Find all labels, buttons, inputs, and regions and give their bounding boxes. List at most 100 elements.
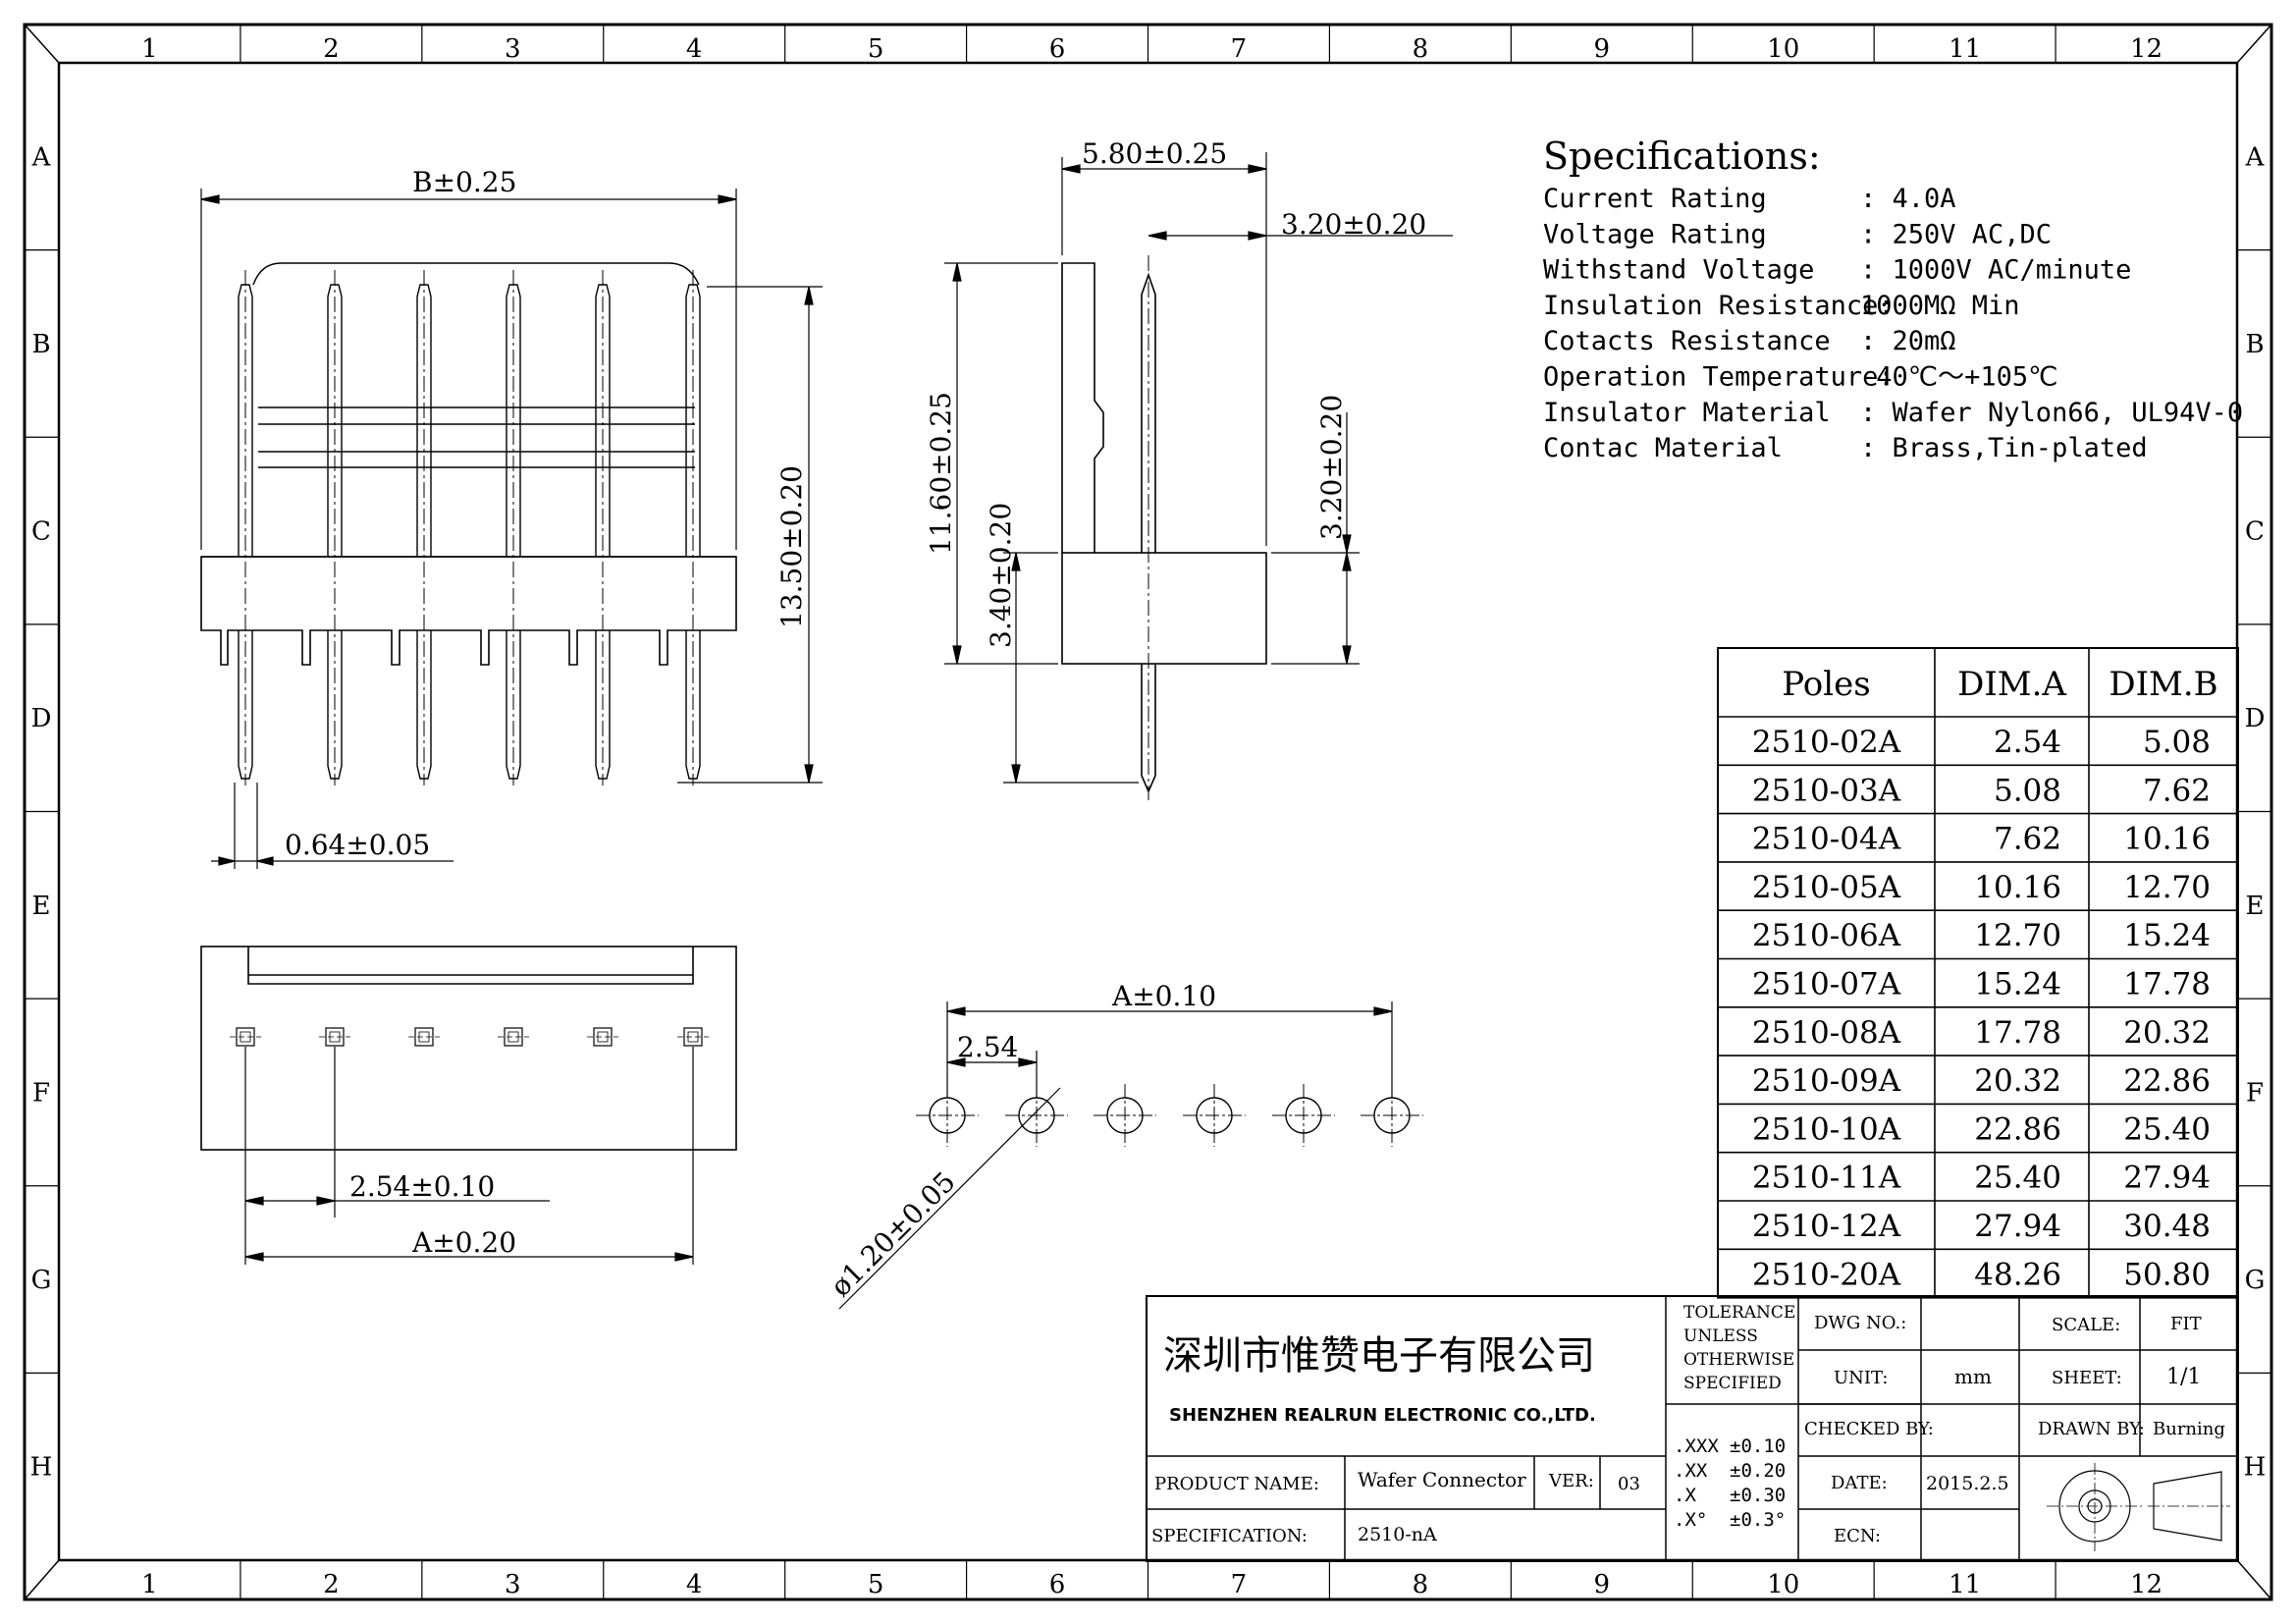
grid-column-label-top: 1 [141,34,158,64]
spec-label: Operation Temperature: [1543,362,1895,393]
grid-column-label-top: 10 [1767,34,1799,64]
table-cell: 7.62 [2143,773,2211,808]
spec-label: Withstand Voltage [1543,255,1814,286]
table-cell: 2510-02A [1752,725,1901,760]
spec-value: -40℃～+105℃ [1860,362,2057,393]
dim-bottom-pitch: 2.54±0.10 [349,1170,495,1203]
table-cell: 2510-08A [1752,1015,1901,1051]
table-cell: 25.40 [2123,1111,2211,1147]
table-cell: 25.40 [1974,1161,2061,1196]
grid-row-label-left: A [31,142,52,172]
table-cell: 2510-20A [1752,1257,1901,1292]
grid-column-label-bottom: 3 [505,1570,521,1599]
side-dimensions [944,152,1453,784]
front-pins [238,270,701,785]
bottom-pin [504,1027,523,1047]
table-cell: 2510-05A [1752,870,1901,905]
company-name-cn: 深圳市惟赞电子有限公司 [1163,1333,1595,1379]
tolerance-value: ±0.20 [1730,1460,1786,1482]
grid-row-label-left: D [31,704,52,733]
unit-value: mm [1954,1365,1992,1388]
grid-column-label-top: 12 [2130,34,2163,64]
table-header: DIM.A [1957,665,2066,704]
table-cell: 2510-07A [1752,967,1901,1002]
dim-hole-pitch: 2.54 [957,1031,1018,1063]
tolerance-key: .XXX [1674,1435,1719,1457]
grid-column-label-top: 7 [1231,34,1248,64]
grid-column-label-top: 6 [1049,34,1066,64]
bottom-pin [325,1027,345,1047]
product-name-label: PRODUCT NAME: [1154,1474,1319,1494]
grid-row-label-left: H [30,1453,53,1483]
spec-value: 1000MΩ Min [1860,291,2020,321]
grid-column-label-bottom: 9 [1594,1570,1611,1599]
dim-side-offset: 3.20±0.20 [1281,208,1426,241]
version-label: VER: [1548,1471,1594,1491]
table-cell: 30.48 [2123,1209,2211,1244]
table-cell: 17.78 [2123,967,2211,1002]
table-cell: 17.78 [1974,1015,2061,1051]
tolerance-key: .X° [1674,1509,1707,1531]
dim-side-width: 5.80±0.25 [1082,137,1227,170]
spec-label: Voltage Rating [1543,219,1767,249]
table-cell: 15.24 [1974,967,2061,1002]
grid-column-label-bottom: 8 [1413,1570,1429,1599]
table-cell: 2510-04A [1752,822,1901,857]
table-cell: 20.32 [1974,1063,2061,1099]
grid-column-label-bottom: 7 [1231,1570,1248,1599]
bottom-pin [593,1027,613,1047]
spec-label: Contac Material [1543,433,1783,463]
table-cell: 10.16 [1974,870,2061,905]
drawn-by-label: DRAWN BY: [2038,1419,2145,1439]
grid-row-label-right: H [2244,1453,2267,1483]
tolerance-value: ±0.10 [1730,1435,1786,1457]
sheet-value: 1/1 [2166,1365,2201,1389]
spec-value: : 20mΩ [1860,326,1956,356]
table-cell: 5.08 [2143,725,2211,760]
specification-label: SPECIFICATION: [1151,1526,1308,1546]
scale-value: FIT [2170,1314,2202,1334]
dim-bottom-a: A±0.20 [411,1226,516,1259]
bottom-pin [414,1027,434,1047]
unit-label: UNIT: [1834,1368,1888,1388]
grid-column-label-top: 4 [686,34,703,64]
front-dimensions [200,189,823,869]
spec-value: : 1000V AC/minute [1860,255,2131,286]
grid-column-label-top: 9 [1594,34,1611,64]
checked-by-label: CHECKED BY: [1804,1419,1934,1439]
table-cell: 2510-10A [1752,1111,1901,1147]
table-cell: 2510-09A [1752,1063,1901,1099]
pcb-holes [916,1084,1423,1147]
tolerance-note-4: SPECIFIED [1683,1374,1782,1393]
grid-column-label-top: 8 [1413,34,1429,64]
table-cell: 48.26 [1974,1257,2061,1292]
grid-column-label-bottom: 5 [868,1570,884,1599]
spec-label: Cotacts Resistance [1543,326,1831,356]
table-cell: 10.16 [2123,822,2211,857]
specs-title: Specifications: [1543,135,1821,178]
tolerance-value: ±0.30 [1730,1485,1786,1506]
bottom-pin [683,1027,703,1047]
side-view [1061,255,1267,800]
table-header: Poles [1782,665,1870,704]
date-value: 2015.2.5 [1926,1473,2009,1494]
grid-column-label-top: 2 [323,34,340,64]
table-cell: 27.94 [1974,1209,2061,1244]
specification-value: 2510-nA [1358,1524,1437,1545]
spec-value: : Brass,Tin-plated [1860,433,2148,463]
grid-row-label-left: F [32,1078,50,1108]
table-cell: 20.32 [2123,1015,2211,1051]
table-grid [1717,647,2239,1299]
table-cell: 2510-12A [1752,1209,1901,1244]
bottom-pins [230,1027,709,1047]
grid-column-label-bottom: 6 [1049,1570,1066,1599]
front-view [200,262,737,666]
table-cell: 50.80 [2123,1257,2211,1292]
grid-column-label-top: 3 [505,34,521,64]
table-cell: 15.24 [2123,918,2211,953]
dim-hole-dia: ø1.20±0.05 [825,1165,962,1303]
dim-pin-width: 0.64±0.05 [285,829,430,861]
dim-b-width: B±0.25 [412,166,516,198]
